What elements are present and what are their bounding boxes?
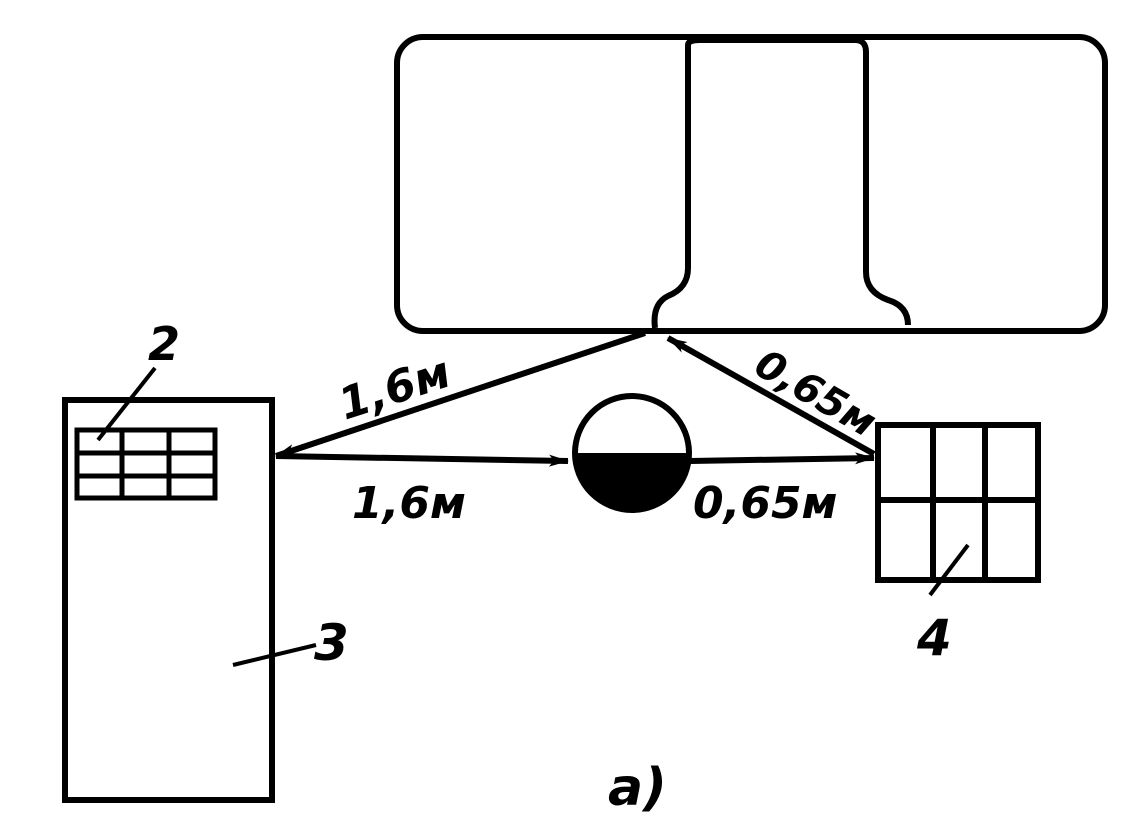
leader-4 — [928, 543, 970, 597]
distance-arrows — [275, 330, 876, 467]
cabinet-3-outline — [62, 397, 275, 803]
dist-label-lower-right: 0,65м — [693, 478, 838, 529]
arrow-upper-left — [275, 330, 646, 459]
top-unit-left-partition — [685, 37, 911, 326]
leader-2 — [96, 366, 157, 442]
callout-3: 3 — [314, 614, 349, 672]
top-unit — [394, 34, 1108, 334]
panel-4 — [875, 422, 1041, 583]
panel-2 — [74, 427, 218, 501]
leader-lines — [96, 366, 970, 667]
figure-caption: а) — [608, 758, 667, 818]
observer-symbol — [572, 393, 692, 513]
top-unit-outline — [394, 34, 1108, 334]
arrow-upper-right — [666, 335, 876, 457]
top-unit-center-divider — [651, 45, 691, 329]
callout-4: 4 — [916, 609, 952, 667]
arrow-lower-left — [275, 453, 569, 467]
panel-2-outline — [74, 427, 218, 501]
arrow-lower-right — [689, 452, 875, 465]
leader-3 — [232, 643, 317, 667]
callout-2: 2 — [148, 317, 180, 371]
cabinet-3 — [62, 397, 275, 803]
dist-label-lower-left: 1,6м — [352, 478, 466, 529]
